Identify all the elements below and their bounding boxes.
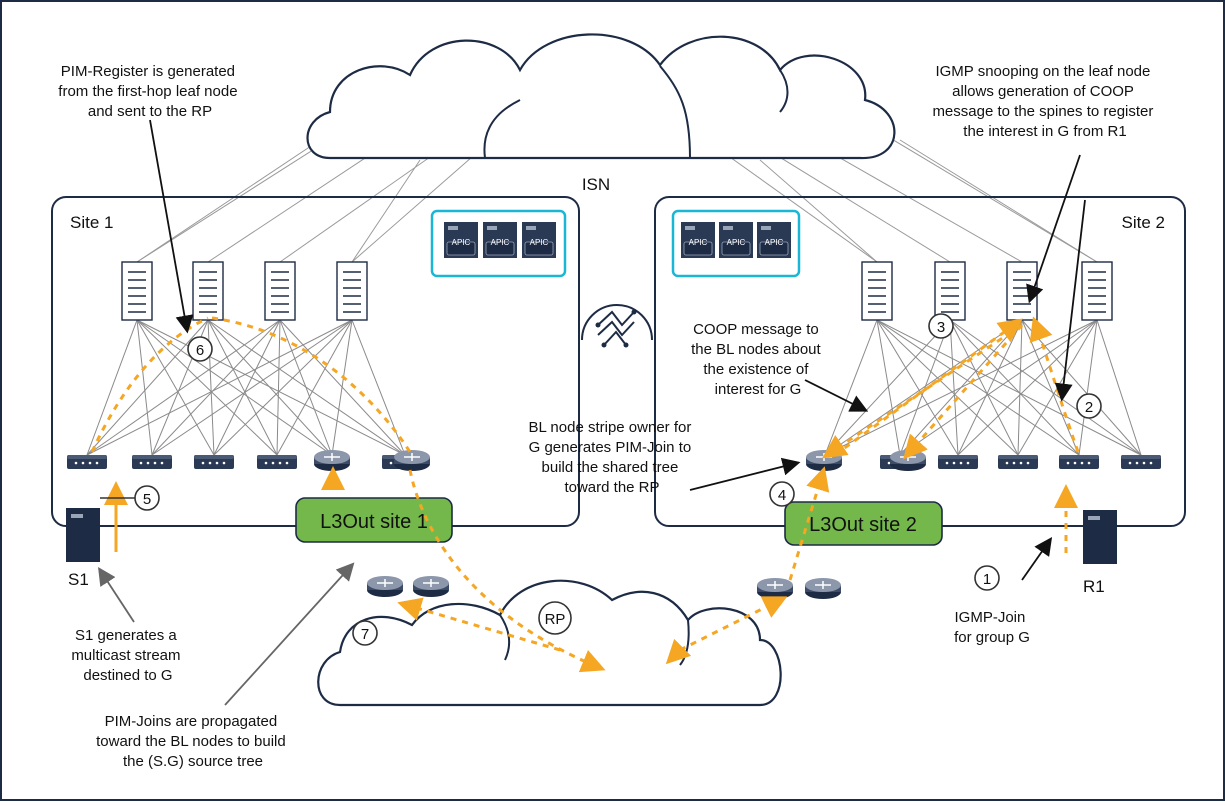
isn-cloud <box>306 33 896 160</box>
svg-text:3: 3 <box>937 319 945 336</box>
pim-register-arrow <box>149 119 194 334</box>
s1-stream-annotation: S1 generates a multicast stream destined… <box>71 627 184 684</box>
leaf-switch <box>998 455 1038 469</box>
svg-text:ACI: ACI <box>493 257 506 266</box>
external-router <box>366 575 404 598</box>
bl-stripe-annotation: BL node stripe owner for G generates PIM… <box>528 419 695 496</box>
leaf-switch <box>1059 455 1099 469</box>
igmp-join-annotation: IGMP-Join for group G <box>954 609 1030 646</box>
step-6: 6 <box>187 336 213 362</box>
svg-text:5: 5 <box>143 491 151 508</box>
host-r1-label: R1 <box>1083 577 1105 596</box>
leaf-switch <box>132 455 172 469</box>
svg-text:L3Out site 1: L3Out site 1 <box>320 511 428 533</box>
leaf-switch <box>257 455 297 469</box>
svg-text:4: 4 <box>778 487 786 504</box>
pim-joins-annotation: PIM-Joins are propagated toward the BL n… <box>96 713 290 770</box>
s1-stream-arrow <box>98 566 135 623</box>
step-4: 4 <box>769 481 795 507</box>
spine-switch <box>336 261 368 321</box>
svg-text:ACI: ACI <box>767 257 780 266</box>
svg-text:2: 2 <box>1085 399 1093 416</box>
igmp-snooping-annotation: IGMP snooping on the leaf node allows ge… <box>932 63 1157 140</box>
spine-switch <box>264 261 296 321</box>
spine-switch <box>934 261 966 321</box>
spine-switch <box>1081 261 1113 321</box>
svg-text:RP: RP <box>545 611 566 628</box>
svg-text:APIC: APIC <box>452 238 471 247</box>
svg-text:ACI: ACI <box>729 257 742 266</box>
border-leaf-router <box>393 449 431 472</box>
igmp-coop-arrow <box>1054 199 1086 402</box>
spine-switch <box>192 261 224 321</box>
igmp-join-arrow <box>1021 537 1053 581</box>
svg-text:APIC: APIC <box>765 238 784 247</box>
host-s1 <box>66 508 100 562</box>
external-router <box>412 575 450 598</box>
step-5: 5 <box>134 485 160 511</box>
l3out-site2: L3Out site 2 <box>784 501 943 546</box>
step-2: 2 <box>1076 393 1102 419</box>
site2-label: Site 2 <box>1122 213 1165 232</box>
coop-bl-arrow <box>804 379 869 412</box>
spine-switch <box>861 261 893 321</box>
site1-label: Site 1 <box>70 213 113 232</box>
svg-text:ACI: ACI <box>532 257 545 266</box>
svg-text:1: 1 <box>983 571 991 588</box>
svg-text:APIC: APIC <box>727 238 746 247</box>
site1-fabric <box>86 319 406 456</box>
rp-marker: RP <box>538 601 572 635</box>
bl-stripe-arrow <box>689 457 801 491</box>
leaf-switch <box>194 455 234 469</box>
l3out-site1: L3Out site 1 <box>295 497 453 543</box>
svg-text:6: 6 <box>196 342 204 359</box>
svg-text:L3Out site 2: L3Out site 2 <box>809 514 917 536</box>
step-3: 3 <box>928 313 954 339</box>
igmp-snooping-arrow <box>1026 154 1081 304</box>
svg-text:APIC: APIC <box>530 238 549 247</box>
step-7: 7 <box>352 620 378 646</box>
orchestrator-icon <box>581 304 653 348</box>
coop-bl-annotation: COOP message to the BL nodes about the e… <box>691 321 825 398</box>
border-leaf-router <box>313 449 351 472</box>
leaf-switch <box>1121 455 1161 469</box>
multicast-flows <box>90 316 1080 673</box>
external-router <box>756 577 794 600</box>
host-s1-label: S1 <box>68 570 89 589</box>
pim-register-annotation: PIM-Register is generated from the first… <box>58 63 241 120</box>
leaf-switch <box>67 455 107 469</box>
svg-text:ACI: ACI <box>691 257 704 266</box>
step-1: 1 <box>974 565 1000 591</box>
pim-joins-arrow <box>224 562 355 706</box>
svg-text:APIC: APIC <box>689 238 708 247</box>
external-router <box>804 577 842 600</box>
svg-text:7: 7 <box>361 626 369 643</box>
svg-text:ACI: ACI <box>454 257 467 266</box>
apic-cluster-site1: APIC APIC APIC ACI ACI ACI <box>430 209 567 278</box>
apic-cluster-site2: APIC APIC APIC ACI ACI ACI <box>671 209 801 278</box>
site2-fabric <box>824 319 1142 456</box>
isn-label: ISN <box>582 175 610 194</box>
svg-text:APIC: APIC <box>491 238 510 247</box>
host-r1 <box>1083 510 1117 564</box>
spine-switch <box>121 261 153 321</box>
leaf-switch <box>938 455 978 469</box>
